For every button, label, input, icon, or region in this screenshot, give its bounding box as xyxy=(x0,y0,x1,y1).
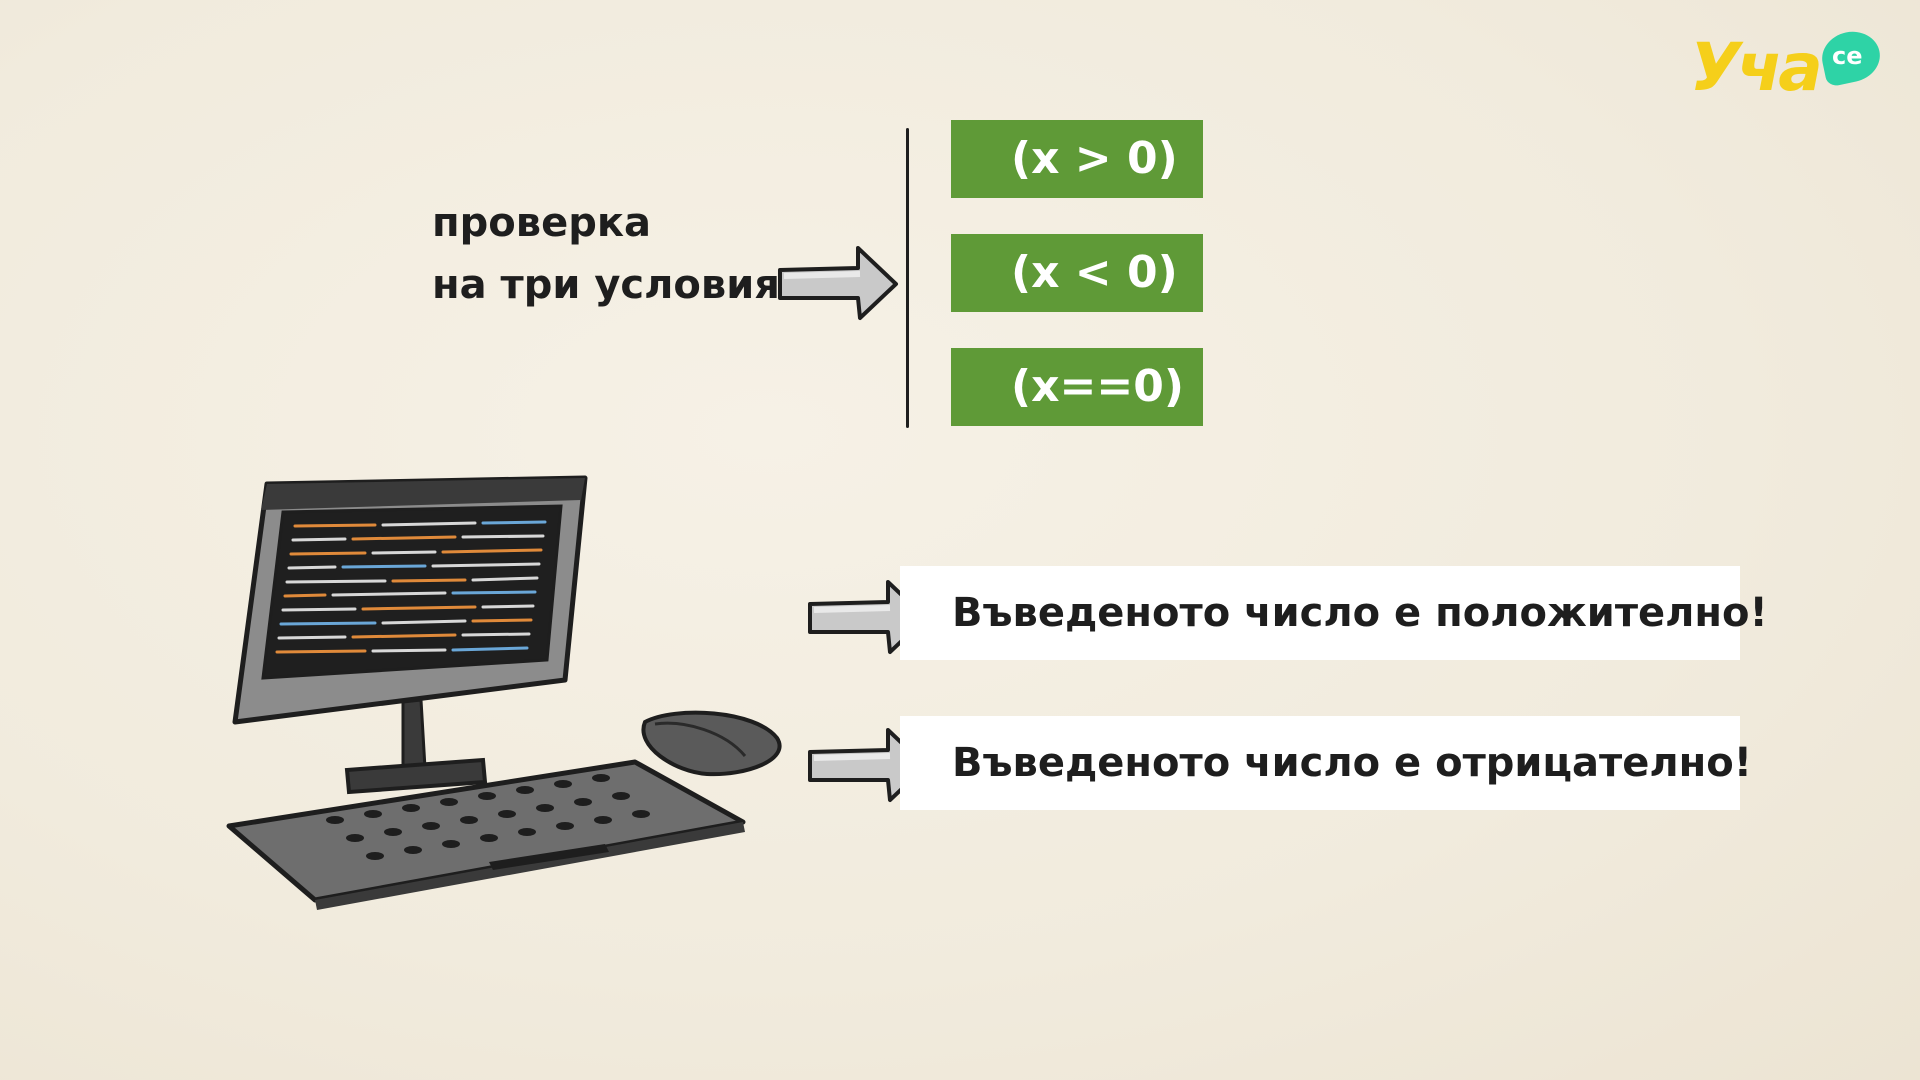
check-label-line1: проверка xyxy=(432,200,651,246)
logo: Уча се xyxy=(1690,26,1890,108)
condition-zero: (x==0) xyxy=(951,348,1203,426)
check-label-line2: на три условия xyxy=(432,262,780,308)
message-positive: Въведеното число е положително! xyxy=(900,566,1768,660)
right-arrow-icon xyxy=(778,246,898,320)
check-label: проверка на три условия xyxy=(432,192,780,316)
logo-text: Уча xyxy=(1690,29,1823,106)
monitor xyxy=(232,475,588,795)
condition-negative: (x < 0) xyxy=(951,234,1203,312)
computer-illustration xyxy=(226,475,782,910)
mouse-icon xyxy=(641,710,782,777)
condition-positive: (x > 0) xyxy=(951,120,1203,198)
keyboard-icon xyxy=(226,759,746,910)
message-negative: Въведеното число е отрицателно! xyxy=(900,716,1752,810)
logo-suffix: се xyxy=(1832,42,1863,70)
divider-line xyxy=(906,128,909,428)
